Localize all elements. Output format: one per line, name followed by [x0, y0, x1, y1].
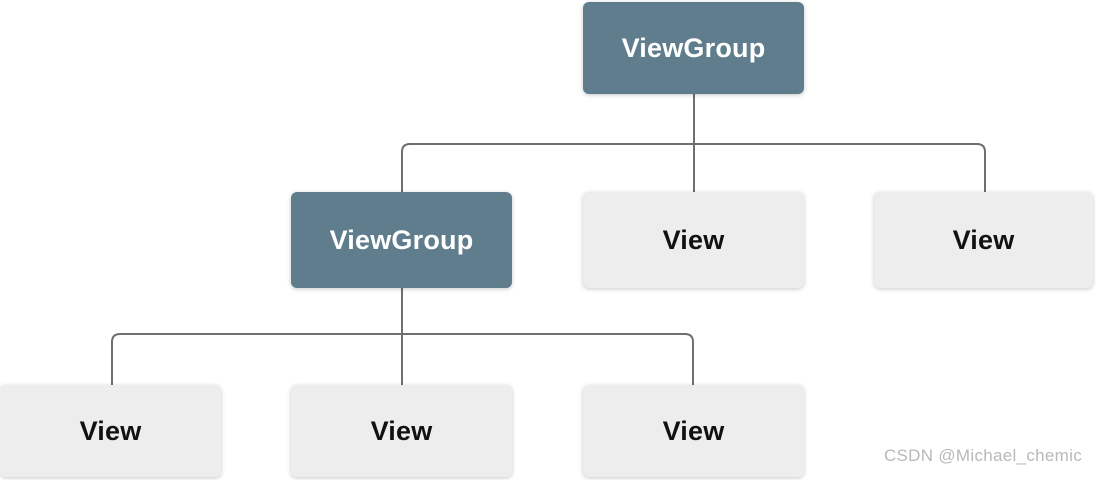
node-label: View	[79, 415, 142, 446]
node-view-grandchild-3: View	[583, 385, 804, 477]
node-viewgroup-child: ViewGroup	[291, 192, 512, 288]
node-label: View	[952, 224, 1015, 255]
csdn-watermark: CSDN @Michael_chemic	[883, 446, 1082, 465]
node-label: View	[370, 415, 433, 446]
node-view-child-1: View	[583, 192, 804, 288]
node-viewgroup-root: ViewGroup	[583, 2, 804, 94]
node-label: View	[662, 415, 725, 446]
node-label: ViewGroup	[329, 224, 474, 255]
node-label: View	[662, 224, 725, 255]
node-view-grandchild-1: View	[0, 385, 221, 477]
edge-root-branch	[401, 143, 986, 192]
edge-childgroup-branch	[111, 333, 694, 385]
node-view-grandchild-2: View	[291, 385, 512, 477]
node-view-child-2: View	[874, 192, 1093, 288]
node-label: ViewGroup	[621, 32, 766, 63]
